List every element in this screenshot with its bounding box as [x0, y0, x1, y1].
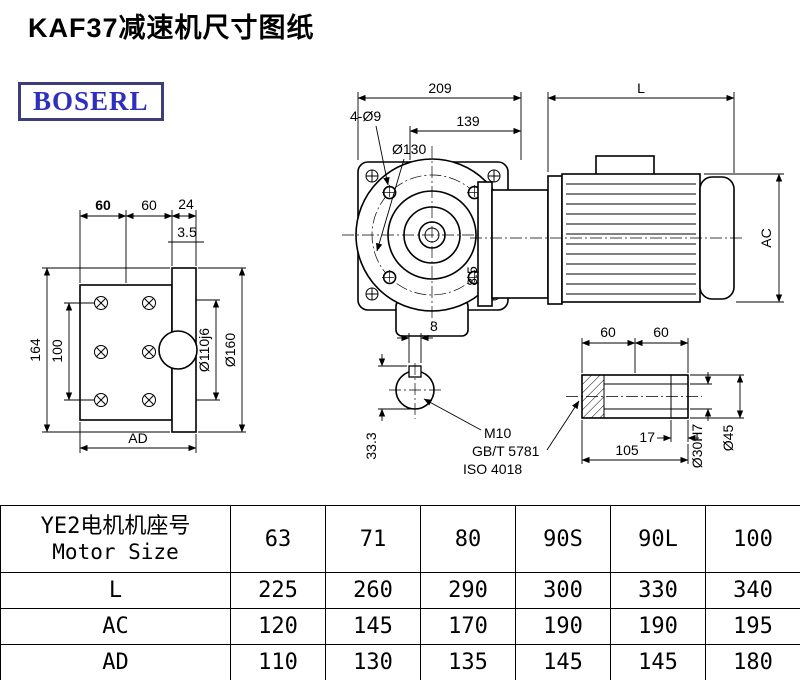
- dim-8-5: 8.5: [464, 266, 480, 286]
- table-cell: 170: [420, 608, 516, 645]
- table-cell: 145: [515, 644, 611, 680]
- table-cell: 190: [515, 608, 611, 645]
- dim-164: 164: [27, 338, 43, 362]
- table-cell: 340: [705, 572, 800, 609]
- dim-24: 24: [178, 196, 194, 212]
- dim-60b: 60: [141, 197, 157, 213]
- dim-139: 139: [456, 113, 480, 129]
- dim-209: 209: [428, 80, 452, 96]
- table-cell: 145: [325, 608, 421, 645]
- table-cell: 260: [325, 572, 421, 609]
- row-label-L: L: [0, 572, 231, 609]
- dim-AD: AD: [128, 430, 147, 446]
- table-row-L: L 225 260 290 300 330 340: [0, 572, 800, 609]
- dim-3-5: 3.5: [177, 224, 197, 240]
- shaft-section-view: 8 33.3 M10 GB/T 5781 ISO 4018: [363, 318, 580, 477]
- dim-100: 100: [49, 339, 65, 363]
- motor-fins: [566, 183, 696, 295]
- dim-bolt-circle: Ø130: [392, 141, 426, 157]
- page-title: KAF37减速机尺寸图纸: [28, 13, 315, 43]
- table-col-90L: 90L: [610, 505, 706, 573]
- dim-d30H7: Ø30H7: [689, 424, 705, 469]
- table-cell: 225: [230, 572, 326, 609]
- table-cell: 195: [705, 608, 800, 645]
- table-col-71: 71: [325, 505, 421, 573]
- mounting-bolt-holes: [94, 296, 156, 407]
- table-cell: 145: [610, 644, 706, 680]
- technical-drawing: 209 139 4-Ø9 Ø130 8.5: [27, 80, 784, 477]
- table-cell: 120: [230, 608, 326, 645]
- label-m10: M10: [484, 425, 511, 441]
- table-header-row: YE2电机机座号 Motor Size 63 71 80 90S 90L 100: [0, 505, 800, 573]
- table-cell: 190: [610, 608, 706, 645]
- dimension-table: YE2电机机座号 Motor Size 63 71 80 90S 90L 100…: [0, 505, 800, 680]
- dim-17: 17: [639, 429, 655, 445]
- table-cell: 130: [325, 644, 421, 680]
- table-cell: 330: [610, 572, 706, 609]
- dim-33-3: 33.3: [363, 432, 379, 459]
- dim-AC: AC: [758, 228, 774, 247]
- row-label-AD: AD: [0, 644, 231, 680]
- motor-size-header-cell: YE2电机机座号 Motor Size: [0, 505, 231, 573]
- row-label-AC: AC: [0, 608, 231, 645]
- table-row-AD: AD 110 130 135 145 145 180: [0, 644, 800, 680]
- table-col-80: 80: [420, 505, 516, 573]
- table-cell: 300: [515, 572, 611, 609]
- table-col-90S: 90S: [515, 505, 611, 573]
- dim-d45: Ø45: [720, 425, 736, 452]
- label-gbt-5781: GB/T 5781: [472, 443, 540, 459]
- table-col-63: 63: [230, 505, 326, 573]
- motor-size-label-en: Motor Size: [52, 540, 179, 564]
- dim-d160: Ø160: [222, 333, 238, 367]
- dim-shaft-60a: 60: [600, 324, 616, 340]
- motor-size-label-cn: YE2电机机座号: [40, 514, 191, 539]
- table-cell: 110: [230, 644, 326, 680]
- dim-8: 8: [430, 318, 438, 334]
- shaft-detail-view: 60 60 17 105 Ø30H7 Ø45: [566, 324, 744, 468]
- motor-side-view: L AC: [470, 80, 784, 307]
- label-iso-4018: ISO 4018: [463, 461, 522, 477]
- left-side-view: 60 60 24 3.5 164 100 AD Ø110j6: [27, 196, 246, 453]
- table-cell: 135: [420, 644, 516, 680]
- front-view: 209 139 4-Ø9 Ø130 8.5: [342, 80, 522, 337]
- table-col-100: 100: [705, 505, 800, 573]
- brand-logo: BOSERL: [18, 82, 164, 121]
- dim-shaft-60b: 60: [653, 324, 669, 340]
- dim-105: 105: [615, 442, 639, 458]
- table-row-AC: AC 120 145 170 190 190 195: [0, 608, 800, 645]
- table-cell: 180: [705, 644, 800, 680]
- table-cell: 290: [420, 572, 516, 609]
- dim-L: L: [637, 80, 645, 96]
- dim-bolt-holes: 4-Ø9: [350, 108, 381, 124]
- dim-60a: 60: [95, 197, 111, 213]
- dim-d110j6: Ø110j6: [196, 328, 212, 372]
